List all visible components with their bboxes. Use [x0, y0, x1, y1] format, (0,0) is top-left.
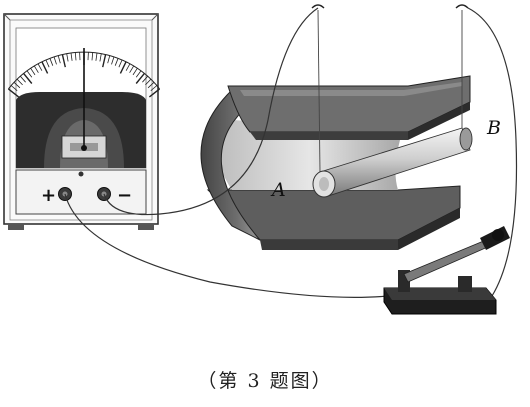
- hook-right: [455, 4, 469, 9]
- scale-tick: [145, 78, 152, 86]
- scale-tick: [91, 52, 94, 61]
- wire-positive-to-switch: [64, 193, 389, 298]
- scale-tick: [111, 56, 115, 65]
- scale-tick: [129, 65, 135, 73]
- knife-switch-icon: [383, 226, 510, 315]
- scale-tick: [37, 63, 43, 71]
- scale-tick: [16, 78, 23, 86]
- scale-tick: [125, 63, 131, 71]
- scale-tick: [142, 75, 148, 83]
- hook-left: [311, 4, 325, 9]
- scale-tick: [41, 61, 49, 74]
- scale-tick: [99, 53, 102, 62]
- scale-tick: [61, 54, 66, 68]
- scale-tick: [20, 75, 26, 83]
- scale-tick: [102, 54, 107, 68]
- galvanometer-icon: + −: [3, 13, 161, 230]
- scale-tick: [148, 88, 161, 98]
- meter-foot-right: [138, 224, 154, 230]
- scale-tick: [150, 85, 158, 92]
- scale-tick: [118, 59, 123, 68]
- scale-tick: [23, 72, 33, 84]
- scale-tick: [95, 52, 98, 61]
- magnet-bend: [200, 89, 261, 241]
- terminal-negative-label: −: [117, 185, 132, 206]
- scale-tick: [74, 52, 77, 61]
- rod-end-b: [459, 127, 473, 151]
- scale-tick: [26, 70, 33, 78]
- meter-foot-left: [8, 224, 24, 230]
- scale-tick: [49, 58, 54, 66]
- thread-left: [317, 9, 321, 173]
- scale-tick: [45, 59, 50, 68]
- scale-tick: [7, 88, 20, 98]
- scale-tick: [135, 72, 145, 84]
- scale-tick: [66, 53, 69, 62]
- metal-rod-icon: [312, 127, 473, 198]
- rod-label-a: A: [270, 179, 286, 201]
- scale-tick: [33, 65, 39, 73]
- wires: [64, 4, 518, 298]
- scale-tick: [132, 67, 138, 76]
- scale-tick: [70, 52, 73, 61]
- scale-tick: [114, 58, 119, 66]
- switch-clip: [458, 276, 472, 292]
- terminal-panel: [15, 169, 147, 215]
- scale-tick: [13, 82, 21, 89]
- figure-caption: （第 3 题图）: [197, 370, 333, 392]
- wire-rod-to-switch: [467, 7, 518, 297]
- scale-tick: [10, 85, 18, 92]
- scale-tick: [57, 55, 61, 64]
- scale-tick: [119, 61, 127, 74]
- scale-tick: [147, 82, 155, 89]
- rod-label-b: B: [486, 117, 501, 139]
- horseshoe-magnet-icon: [200, 75, 471, 250]
- terminal-positive-label: +: [41, 185, 56, 206]
- scale-tick: [135, 70, 142, 78]
- wire-negative-to-rod: [103, 7, 319, 216]
- scale-tick: [107, 55, 111, 64]
- scale-tick: [53, 56, 57, 65]
- scale-tick: [30, 67, 36, 76]
- switch-blade: [403, 239, 491, 283]
